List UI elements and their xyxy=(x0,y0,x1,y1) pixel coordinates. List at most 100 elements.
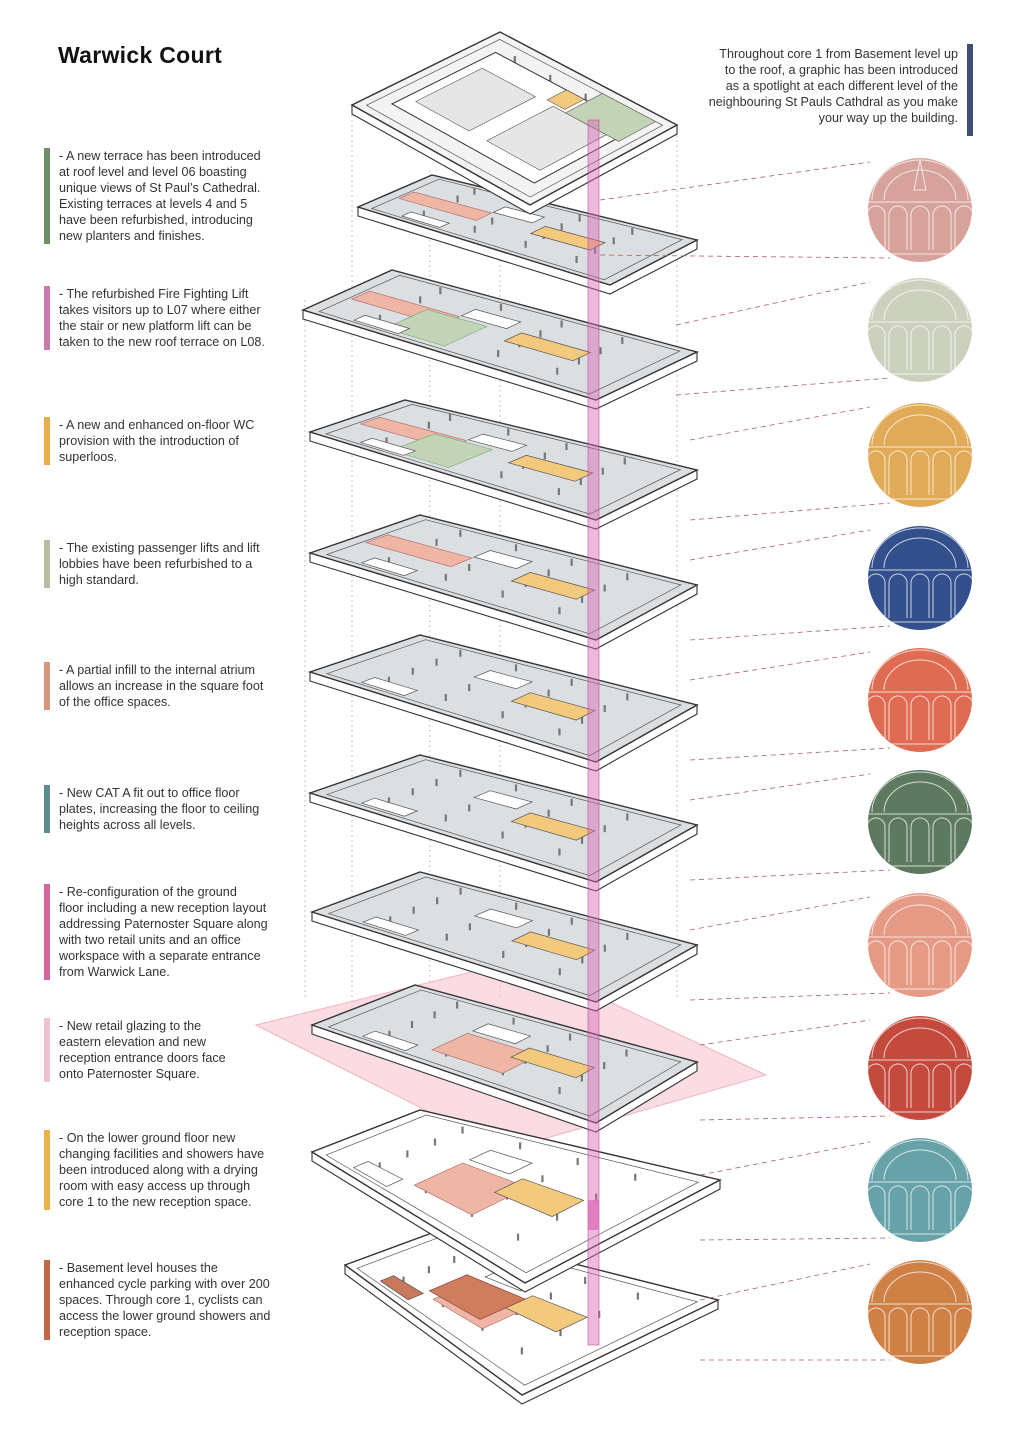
column xyxy=(547,569,550,577)
intro-note-text: Throughout core 1 from Basement level up… xyxy=(708,47,958,125)
column xyxy=(623,457,626,465)
core-1-lower xyxy=(588,1200,599,1230)
column xyxy=(459,887,462,895)
note-color-bar xyxy=(44,417,50,465)
column xyxy=(580,716,584,724)
arch xyxy=(910,1185,930,1230)
note-color-bar xyxy=(44,884,50,980)
dome-arc xyxy=(871,771,969,813)
column xyxy=(558,1087,561,1095)
column xyxy=(473,187,476,195)
stair-core xyxy=(360,677,419,696)
dome-arc xyxy=(871,527,969,569)
arch xyxy=(954,940,972,985)
column xyxy=(519,1142,522,1150)
column xyxy=(570,678,573,686)
arch xyxy=(932,817,952,862)
column xyxy=(459,649,462,657)
column xyxy=(549,1292,552,1300)
leader-line xyxy=(599,254,891,259)
arch xyxy=(910,205,930,250)
lift-lobby xyxy=(473,550,534,569)
leader-line xyxy=(699,1141,871,1176)
note-color-bar xyxy=(44,148,50,244)
column xyxy=(558,848,561,856)
leader-line xyxy=(689,406,871,441)
arch xyxy=(868,450,886,495)
spotlight-circle xyxy=(868,893,972,997)
arch xyxy=(910,695,930,740)
note-retail-glazing: - New retail glazing to the eastern elev… xyxy=(44,1018,294,1082)
roof-stair xyxy=(546,89,585,110)
dome-arc xyxy=(883,1271,957,1303)
arch xyxy=(932,450,952,495)
perimeter-wall xyxy=(325,519,682,635)
roof-level xyxy=(350,31,679,215)
wc-block xyxy=(510,931,596,961)
dome-arc xyxy=(883,1027,957,1059)
floor-level-8 xyxy=(301,269,700,410)
cathedral-detail xyxy=(868,1261,972,1357)
column xyxy=(584,93,587,101)
arch xyxy=(932,325,952,370)
dome-arc xyxy=(871,894,969,936)
perimeter-wall xyxy=(327,989,682,1117)
column xyxy=(565,442,568,450)
column xyxy=(433,1011,436,1019)
column xyxy=(568,1033,572,1041)
column xyxy=(634,1173,637,1181)
perimeter-wall xyxy=(318,274,681,395)
note-color-bar xyxy=(44,1260,50,1340)
column xyxy=(501,711,504,719)
column xyxy=(560,223,563,231)
spotlight-circle xyxy=(868,1016,972,1120)
spotlight-disc xyxy=(868,1260,972,1364)
floor-level-3 xyxy=(309,871,699,1012)
column xyxy=(539,330,542,338)
stair-core xyxy=(360,797,419,817)
column xyxy=(520,1347,523,1355)
column xyxy=(575,255,578,263)
note-text: - On the lower ground floor new changing… xyxy=(59,1131,265,1209)
arch xyxy=(868,695,886,740)
column xyxy=(541,1175,544,1183)
leader-line xyxy=(689,529,871,561)
cathedral-detail xyxy=(868,771,972,867)
dome-arc xyxy=(883,169,957,201)
column xyxy=(439,287,442,295)
arch xyxy=(932,1063,952,1108)
arch xyxy=(910,450,930,495)
column xyxy=(419,296,422,304)
note-color-bar xyxy=(44,662,50,710)
arch xyxy=(868,325,886,370)
column xyxy=(385,437,388,445)
note-atrium-infill: - A partial infill to the internal atriu… xyxy=(44,662,294,710)
arch xyxy=(888,1063,908,1108)
stair-core xyxy=(353,314,411,334)
note-text: - A partial infill to the internal atriu… xyxy=(59,663,264,709)
column xyxy=(389,916,392,924)
perimeter-wall xyxy=(325,404,682,515)
column xyxy=(603,944,606,952)
note-wc-provision: - A new and enhanced on-floor WC provisi… xyxy=(44,417,294,465)
cathedral-detail xyxy=(868,159,972,255)
column xyxy=(444,573,447,581)
arch xyxy=(954,1063,972,1108)
column xyxy=(512,1017,515,1025)
arch xyxy=(868,817,886,862)
arch xyxy=(954,450,972,495)
cathedral-detail xyxy=(868,1017,972,1113)
arch xyxy=(888,205,908,250)
stair-core xyxy=(362,916,420,936)
arch xyxy=(954,1307,972,1352)
stair-core xyxy=(360,557,419,577)
leader-line xyxy=(699,1019,871,1046)
note-color-bar xyxy=(44,540,50,588)
column xyxy=(603,825,606,833)
arch xyxy=(868,1185,886,1230)
column xyxy=(601,467,604,475)
column xyxy=(387,797,391,805)
dome-arc xyxy=(871,1139,969,1181)
note-cat-a-fitout: - New CAT A fit out to office floor plat… xyxy=(44,785,294,833)
column xyxy=(559,1329,562,1337)
